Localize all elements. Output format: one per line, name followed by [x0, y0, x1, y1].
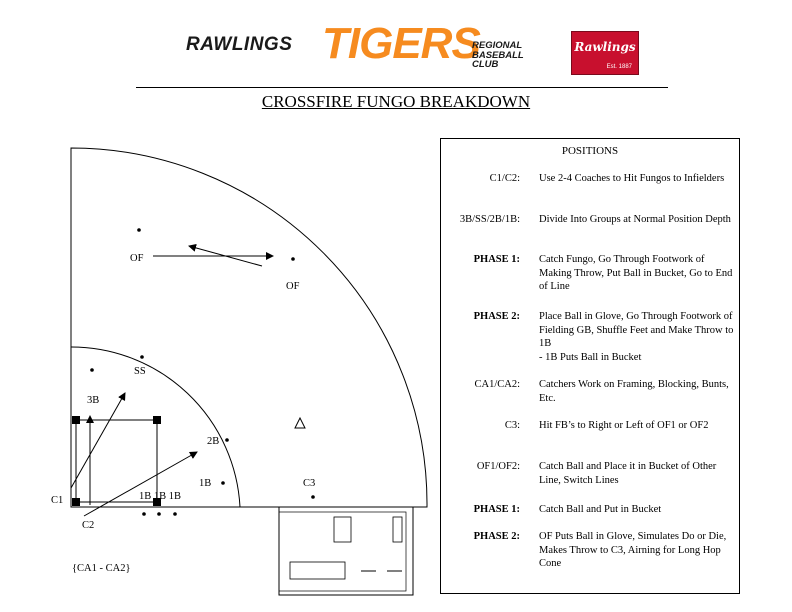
- dot-of-left: [137, 228, 141, 232]
- page-title: CROSSFIRE FUNGO BREAKDOWN: [261, 92, 531, 111]
- position-desc: Use 2-4 Coaches to Hit Fungos to Infield…: [539, 173, 725, 184]
- position-desc: OF Puts Ball in Glove, Simulates Do or D…: [539, 531, 727, 569]
- batter-box-left: [333, 516, 352, 543]
- base-first: [153, 498, 161, 506]
- position-label: PHASE 1:: [473, 254, 520, 265]
- label-c3: C3: [303, 478, 316, 489]
- position-desc: Place Ball in Glove, Go Through Footwork…: [539, 311, 734, 363]
- plate-area: [289, 561, 346, 580]
- position-label: PHASE 2:: [473, 311, 520, 322]
- dot-2b: [225, 438, 229, 442]
- base-home: [72, 498, 80, 506]
- label-ss: SS: [134, 366, 146, 377]
- position-label: C3:: [504, 420, 520, 431]
- logo-club-line-2: BASEBALL: [472, 49, 524, 61]
- position-label: CA1/CA2:: [474, 379, 520, 390]
- position-desc: Divide Into Groups at Normal Position De…: [539, 214, 731, 225]
- label-2b: 2B: [207, 436, 220, 447]
- label-1b-line: 1B 1B 1B: [139, 491, 182, 502]
- dot-c3: [311, 495, 315, 499]
- label-1b: 1B: [199, 478, 212, 489]
- dot-3b: [90, 368, 94, 372]
- positions-panel: POSITIONS C1/C2: Use 2-4 Coaches to Hit …: [440, 138, 740, 594]
- position-desc: Catch Ball and Place it in Bucket of Oth…: [539, 461, 717, 486]
- arrow-c1-to-ss: [70, 392, 126, 489]
- positions-heading: POSITIONS: [561, 145, 619, 157]
- position-desc: Catch Ball and Put in Bucket: [539, 504, 662, 515]
- label-catchers: {CA1 - CA2}: [72, 563, 131, 574]
- position-label: 3B/SS/2B/1B:: [459, 214, 520, 225]
- base-third: [72, 416, 80, 424]
- rawlings-badge-est: Est. 1887: [606, 64, 632, 70]
- label-c2: C2: [82, 520, 95, 531]
- position-label: PHASE 1:: [473, 504, 520, 515]
- outfield-boundary: [70, 147, 428, 508]
- arrow-of-throw-left: [188, 243, 263, 267]
- position-label: OF1/OF2:: [476, 461, 520, 472]
- infield-arc: [70, 346, 241, 508]
- label-of-right: OF: [286, 281, 300, 292]
- logo-rawlings-text: RAWLINGS: [186, 34, 293, 55]
- base-second: [153, 416, 161, 424]
- infield-diamond: [75, 419, 158, 503]
- label-3b: 3B: [87, 395, 100, 406]
- position-label: PHASE 2:: [473, 531, 520, 542]
- position-desc: Catch Fungo, Go Through Footwork of Maki…: [539, 254, 733, 292]
- arrow-c2-to-2b: [83, 451, 198, 517]
- dot-of-right: [291, 257, 295, 261]
- long-hop-cone: [294, 416, 306, 429]
- dot-1b-c: [173, 512, 177, 516]
- dot-1b-b: [157, 512, 161, 516]
- logo-club-line-1: REGIONAL: [472, 40, 523, 51]
- position-label: C1/C2:: [489, 173, 520, 184]
- label-c1: C1: [51, 495, 64, 506]
- position-desc: Catchers Work on Framing, Blocking, Bunt…: [539, 379, 729, 404]
- logo-regional-club: REGIONAL BASEBALL CLUB: [472, 41, 524, 70]
- batter-box-right: [392, 516, 403, 543]
- dot-ss: [140, 355, 144, 359]
- dot-1b-a: [142, 512, 146, 516]
- rawlings-logo-badge: Rawlings Est. 1887: [571, 31, 639, 75]
- logo-club-line-3: CLUB: [472, 59, 499, 70]
- label-of-left: OF: [130, 253, 144, 264]
- dot-1b: [221, 481, 225, 485]
- logo-tigers-text: TIGERS: [322, 19, 481, 68]
- rawlings-badge-script: Rawlings: [574, 40, 636, 54]
- header-rule: [136, 87, 668, 88]
- home-area-inner: [278, 511, 407, 592]
- position-desc: Hit FB’s to Right or Left of OF1 or OF2: [539, 420, 709, 431]
